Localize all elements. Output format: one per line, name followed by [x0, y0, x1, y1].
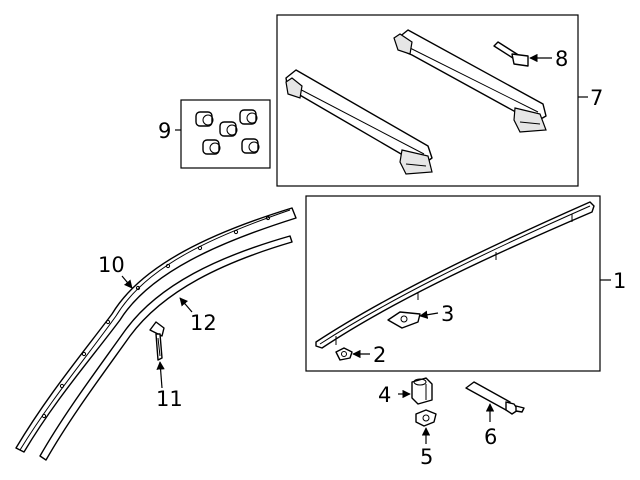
- roof-rail-box: [305, 195, 601, 372]
- roof-rail-group: 3 2 1: [305, 195, 626, 372]
- bushing-set[interactable]: [195, 109, 260, 155]
- callout-6: 6: [484, 425, 497, 449]
- sealant-tube[interactable]: [465, 381, 525, 415]
- callout-5: 5: [420, 445, 433, 469]
- weatherstrip[interactable]: [39, 235, 293, 461]
- bushing-box: [180, 99, 271, 169]
- callout-3-leader: [419, 310, 439, 319]
- callout-8: 8: [555, 47, 568, 71]
- roof-rail[interactable]: [315, 201, 595, 349]
- callout-11: 11: [156, 387, 183, 411]
- callout-4: 4: [378, 383, 391, 407]
- roof-rail-clip[interactable]: [387, 311, 421, 329]
- rivet[interactable]: [149, 321, 165, 361]
- bushing-group: 9: [158, 99, 271, 169]
- callout-12: 12: [190, 311, 217, 335]
- callout-9: 9: [158, 119, 171, 143]
- crossbar-kit-group: 8 7: [276, 14, 603, 187]
- callout-2: 2: [373, 343, 386, 367]
- callout-1: 1: [613, 269, 626, 293]
- crossbar-rear[interactable]: [393, 29, 547, 133]
- crossbar-key-part[interactable]: [493, 41, 529, 67]
- spacer[interactable]: [411, 377, 433, 405]
- callout-11-leader: [156, 361, 165, 389]
- drip-moulding[interactable]: [15, 207, 297, 453]
- callout-10: 10: [98, 253, 125, 277]
- callout-10-leader: [121, 275, 133, 289]
- callout-12-leader: [179, 297, 193, 313]
- roof-rail-washer[interactable]: [335, 347, 353, 361]
- callout-3: 3: [441, 302, 454, 326]
- crossbar-front[interactable]: [285, 69, 433, 175]
- crossbar-kit-box: [276, 14, 579, 187]
- callout-7: 7: [590, 86, 603, 110]
- nut[interactable]: [415, 409, 437, 427]
